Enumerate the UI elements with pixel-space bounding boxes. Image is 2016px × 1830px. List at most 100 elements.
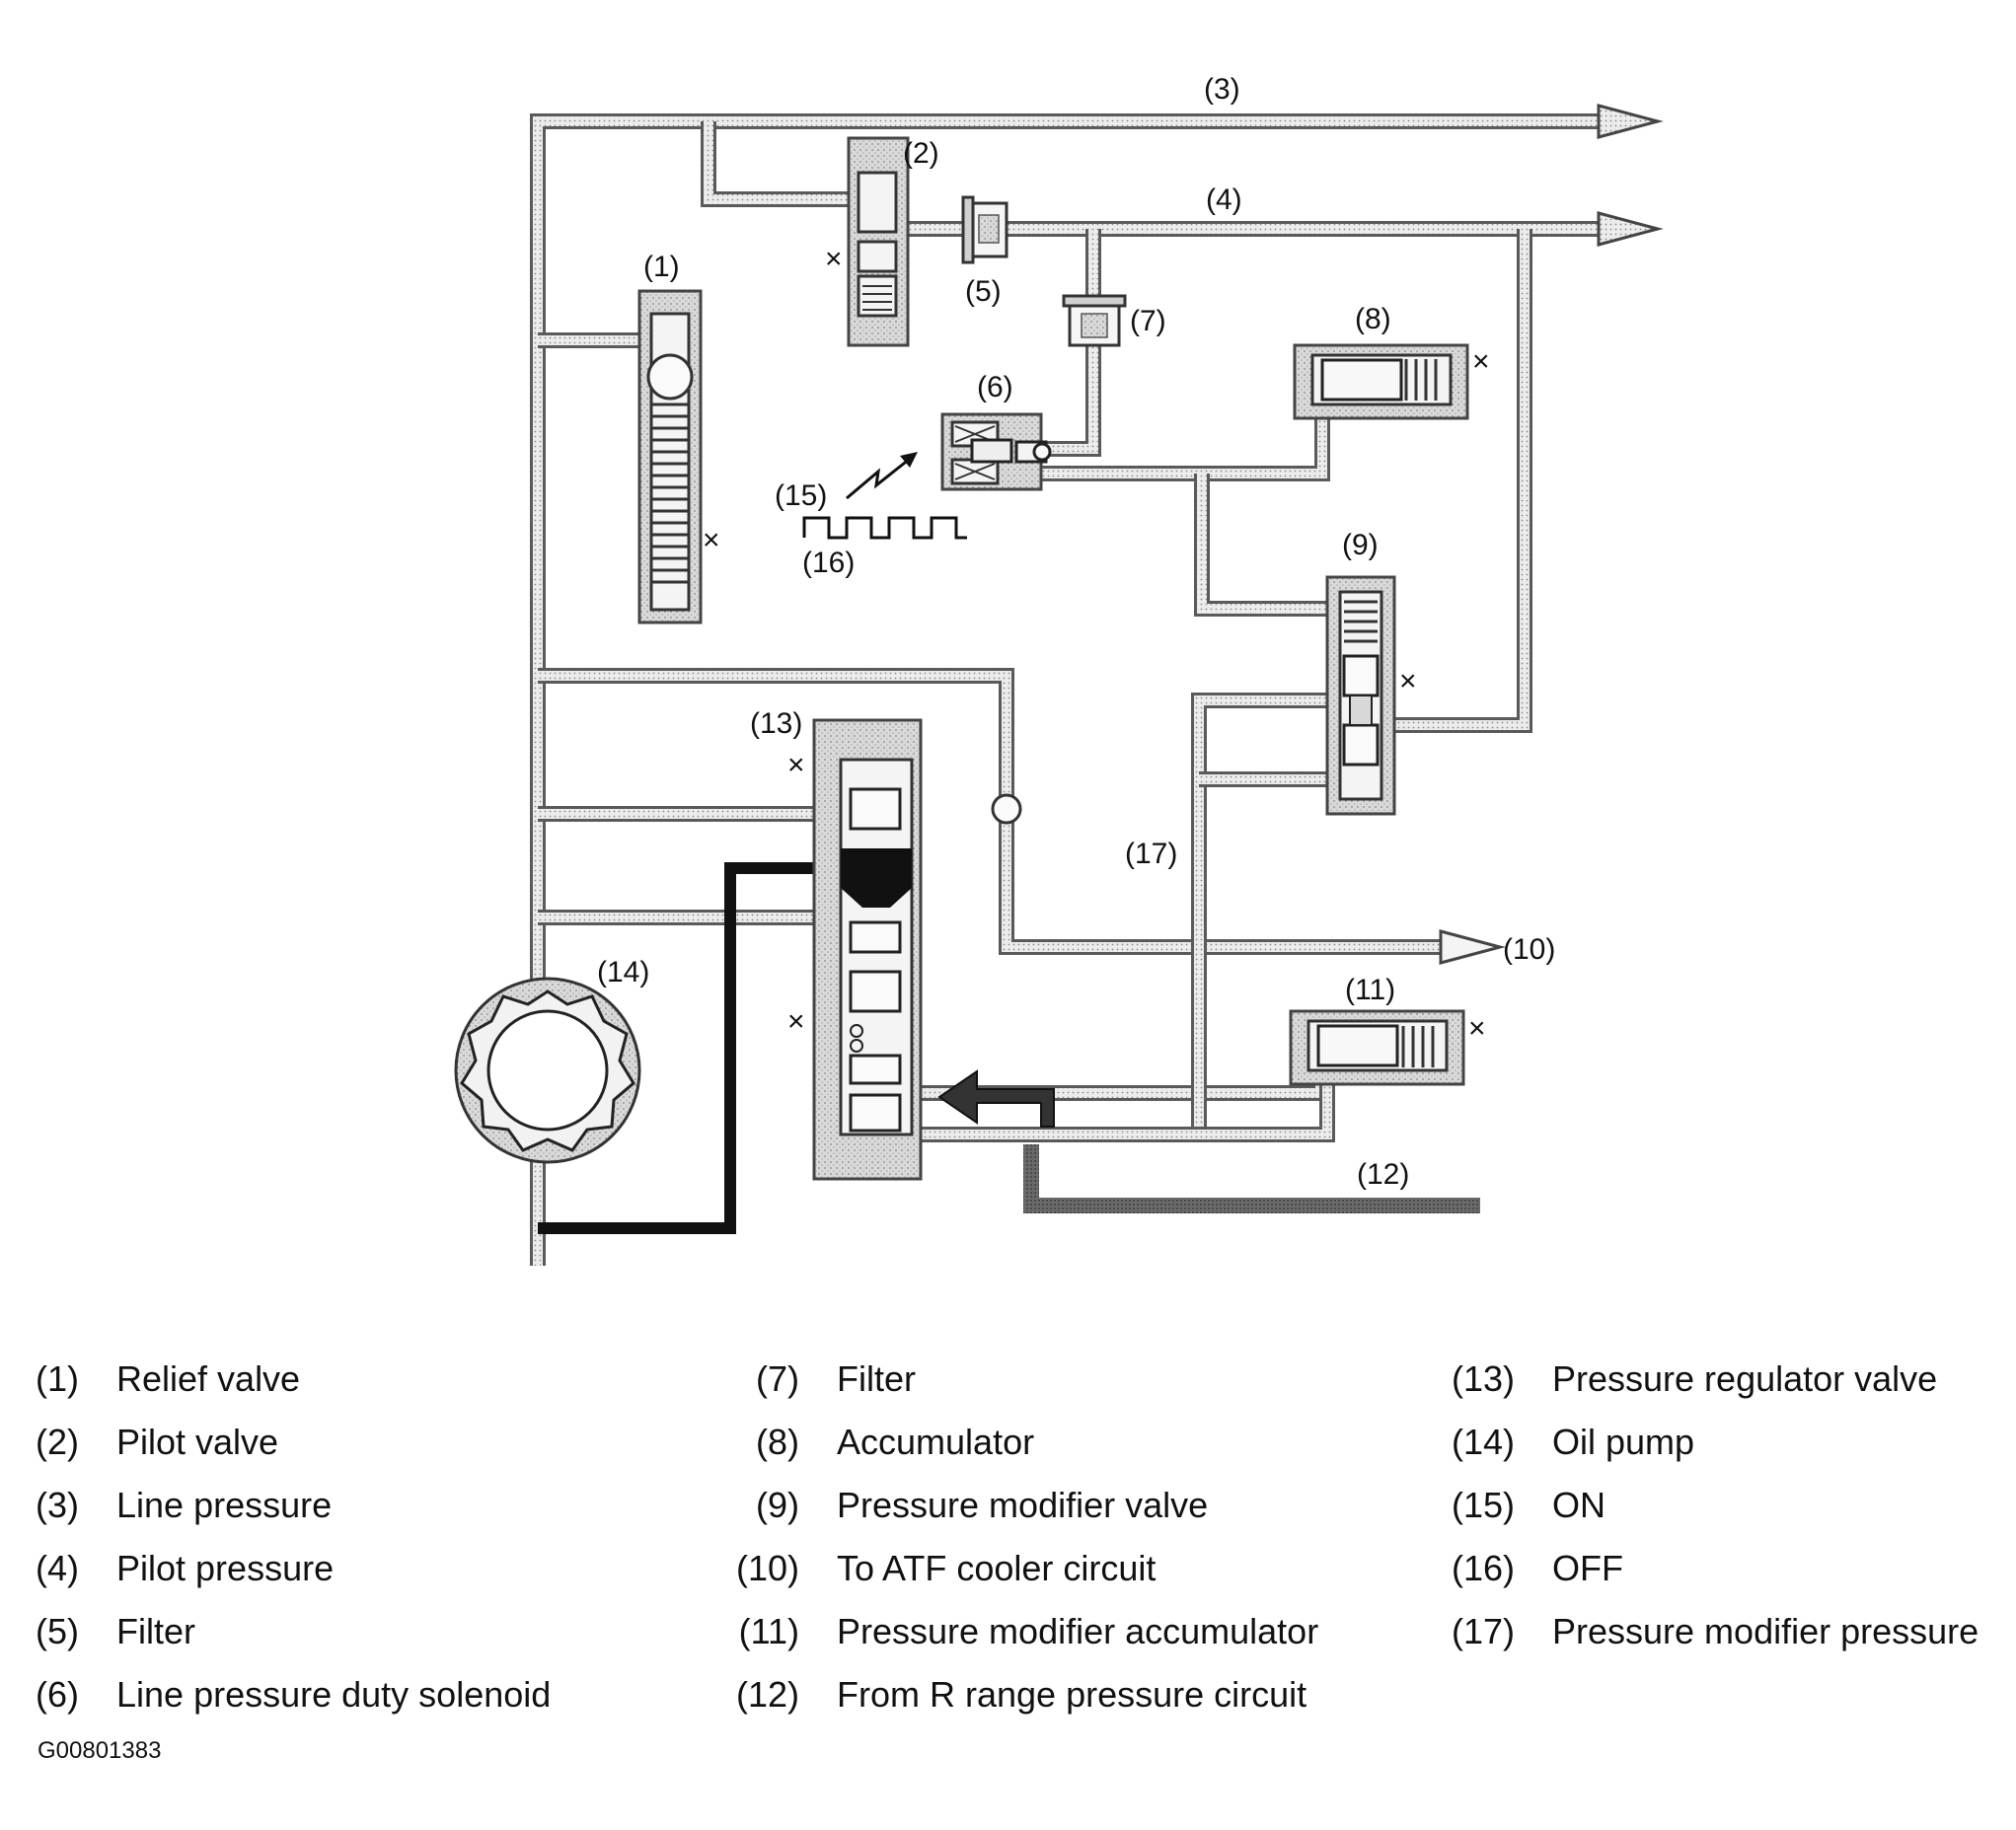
label-3: (3) <box>1204 73 1240 106</box>
legend-label: Pressure modifier accumulator <box>837 1611 1319 1651</box>
legend-item: (17) Pressure modifier pressure <box>1436 1612 1979 1651</box>
legend-label: Pressure modifier valve <box>837 1485 1209 1525</box>
drain-marker-regulator-top: × <box>787 749 805 781</box>
legend-item: (1) Relief valve <box>0 1359 300 1399</box>
legend-number: (4) <box>36 1548 79 1588</box>
legend-label: Pressure regulator valve <box>1552 1358 1938 1399</box>
legend-item: (5) Filter <box>0 1612 195 1651</box>
label-2: (2) <box>903 137 939 170</box>
legend-item: (3) Line pressure <box>0 1486 332 1525</box>
legend-label: From R range pressure circuit <box>837 1674 1307 1715</box>
legend-number: (12) <box>735 1674 799 1715</box>
legend-item: (13) Pressure regulator valve <box>1436 1359 1937 1399</box>
hydraulic-circuit-diagram: × × × × × × × (1) (2) (3) (4) (5) (6) (7… <box>454 73 1664 1266</box>
label-7: (7) <box>1130 305 1166 337</box>
legend-item: (12) From R range pressure circuit <box>720 1675 1307 1715</box>
pilot-pressure-pipes <box>898 221 1599 733</box>
pressure-modifier-pipes <box>918 693 1335 1142</box>
pressure-modifier-valve <box>1325 575 1396 816</box>
legend-item: (7) Filter <box>720 1359 916 1399</box>
label-13: (13) <box>750 707 802 740</box>
legend-item: (11) Pressure modifier accumulator <box>720 1611 1319 1651</box>
drain-marker-accumulator: × <box>1472 345 1490 378</box>
filter-5 <box>961 195 1008 264</box>
drain-marker-pilot: × <box>825 243 843 275</box>
legend-label: Line pressure <box>116 1485 333 1525</box>
legend-item: (16) OFF <box>1436 1549 1623 1588</box>
label-5: (5) <box>965 275 1002 308</box>
legend-item: (10) To ATF cooler circuit <box>720 1549 1156 1588</box>
legend: (1) Relief valve (2) Pilot valve (3) Lin… <box>0 1359 2016 1793</box>
oil-pump <box>454 977 641 1164</box>
pressure-regulator-valve <box>812 718 923 1181</box>
relief-valve <box>637 289 703 624</box>
legend-number: (15) <box>1451 1485 1515 1525</box>
legend-label: Relief valve <box>116 1358 301 1399</box>
legend-number: (3) <box>36 1485 79 1525</box>
filter-7 <box>1062 294 1127 347</box>
pilot-valve <box>847 136 910 347</box>
legend-label: Pilot valve <box>116 1422 279 1462</box>
legend-number: (9) <box>756 1485 799 1525</box>
legend-label: Filter <box>837 1358 916 1399</box>
legend-item: (8) Accumulator <box>720 1423 1034 1462</box>
legend-item: (9) Pressure modifier valve <box>720 1486 1208 1525</box>
pilot-pressure-arrow <box>1597 211 1664 247</box>
label-9: (9) <box>1342 529 1379 561</box>
label-11: (11) <box>1345 974 1395 1006</box>
label-16: (16) <box>802 547 855 579</box>
legend-number: (10) <box>735 1548 799 1588</box>
legend-number: (5) <box>36 1611 79 1651</box>
legend-label: Pressure modifier pressure <box>1552 1611 1979 1651</box>
legend-label: Pilot pressure <box>116 1548 335 1588</box>
legend-item: (4) Pilot pressure <box>0 1549 334 1588</box>
on-signal-arrowhead <box>900 452 918 468</box>
on-signal-icon <box>846 457 911 500</box>
label-4: (4) <box>1206 183 1242 216</box>
legend-label: Filter <box>116 1611 195 1651</box>
r-range-arrow <box>937 1069 1055 1128</box>
legend-number: (7) <box>756 1358 799 1399</box>
duty-solenoid <box>940 412 1052 491</box>
legend-label: Line pressure duty solenoid <box>116 1674 552 1715</box>
line-pressure-arrow <box>1597 104 1664 139</box>
legend-label: To ATF cooler circuit <box>837 1548 1157 1588</box>
label-17: (17) <box>1125 838 1177 870</box>
label-14: (14) <box>597 956 649 988</box>
legend-label: ON <box>1552 1485 1605 1525</box>
legend-number: (2) <box>36 1422 79 1462</box>
label-12: (12) <box>1357 1158 1409 1191</box>
label-8: (8) <box>1355 303 1391 335</box>
legend-item: (15) ON <box>1436 1486 1605 1525</box>
legend-number: (11) <box>738 1611 799 1651</box>
pressure-modifier-accumulator <box>1289 1009 1465 1086</box>
drain-marker-modifier-valve: × <box>1399 665 1417 697</box>
legend-number: (17) <box>1451 1611 1515 1651</box>
drain-marker-modifier-accumulator: × <box>1468 1012 1486 1045</box>
legend-number: (14) <box>1451 1422 1515 1462</box>
pump-outlet-line <box>538 862 827 1234</box>
legend-label: OFF <box>1552 1548 1623 1588</box>
legend-number: (1) <box>36 1358 79 1399</box>
check-ball <box>991 793 1022 825</box>
legend-label: Oil pump <box>1552 1422 1695 1462</box>
off-pulse-icon <box>802 516 967 540</box>
legend-item: (14) Oil pump <box>1436 1423 1694 1462</box>
label-15: (15) <box>775 479 827 512</box>
label-6: (6) <box>977 371 1013 403</box>
figure-id: G00801383 <box>37 1737 162 1764</box>
legend-item: (2) Pilot valve <box>0 1423 278 1462</box>
drain-marker-relief: × <box>703 524 720 556</box>
legend-item: (6) Line pressure duty solenoid <box>0 1675 551 1715</box>
label-1: (1) <box>643 251 680 283</box>
legend-label: Accumulator <box>837 1422 1035 1462</box>
legend-number: (6) <box>36 1674 79 1715</box>
r-range-line <box>1023 1144 1480 1213</box>
accumulator <box>1293 343 1469 420</box>
drain-marker-regulator-bottom: × <box>787 1005 805 1038</box>
atf-cooler-arrow <box>1439 929 1506 965</box>
label-10: (10) <box>1503 933 1555 966</box>
legend-number: (8) <box>756 1422 799 1462</box>
legend-number: (16) <box>1451 1548 1515 1588</box>
legend-number: (13) <box>1451 1358 1515 1399</box>
